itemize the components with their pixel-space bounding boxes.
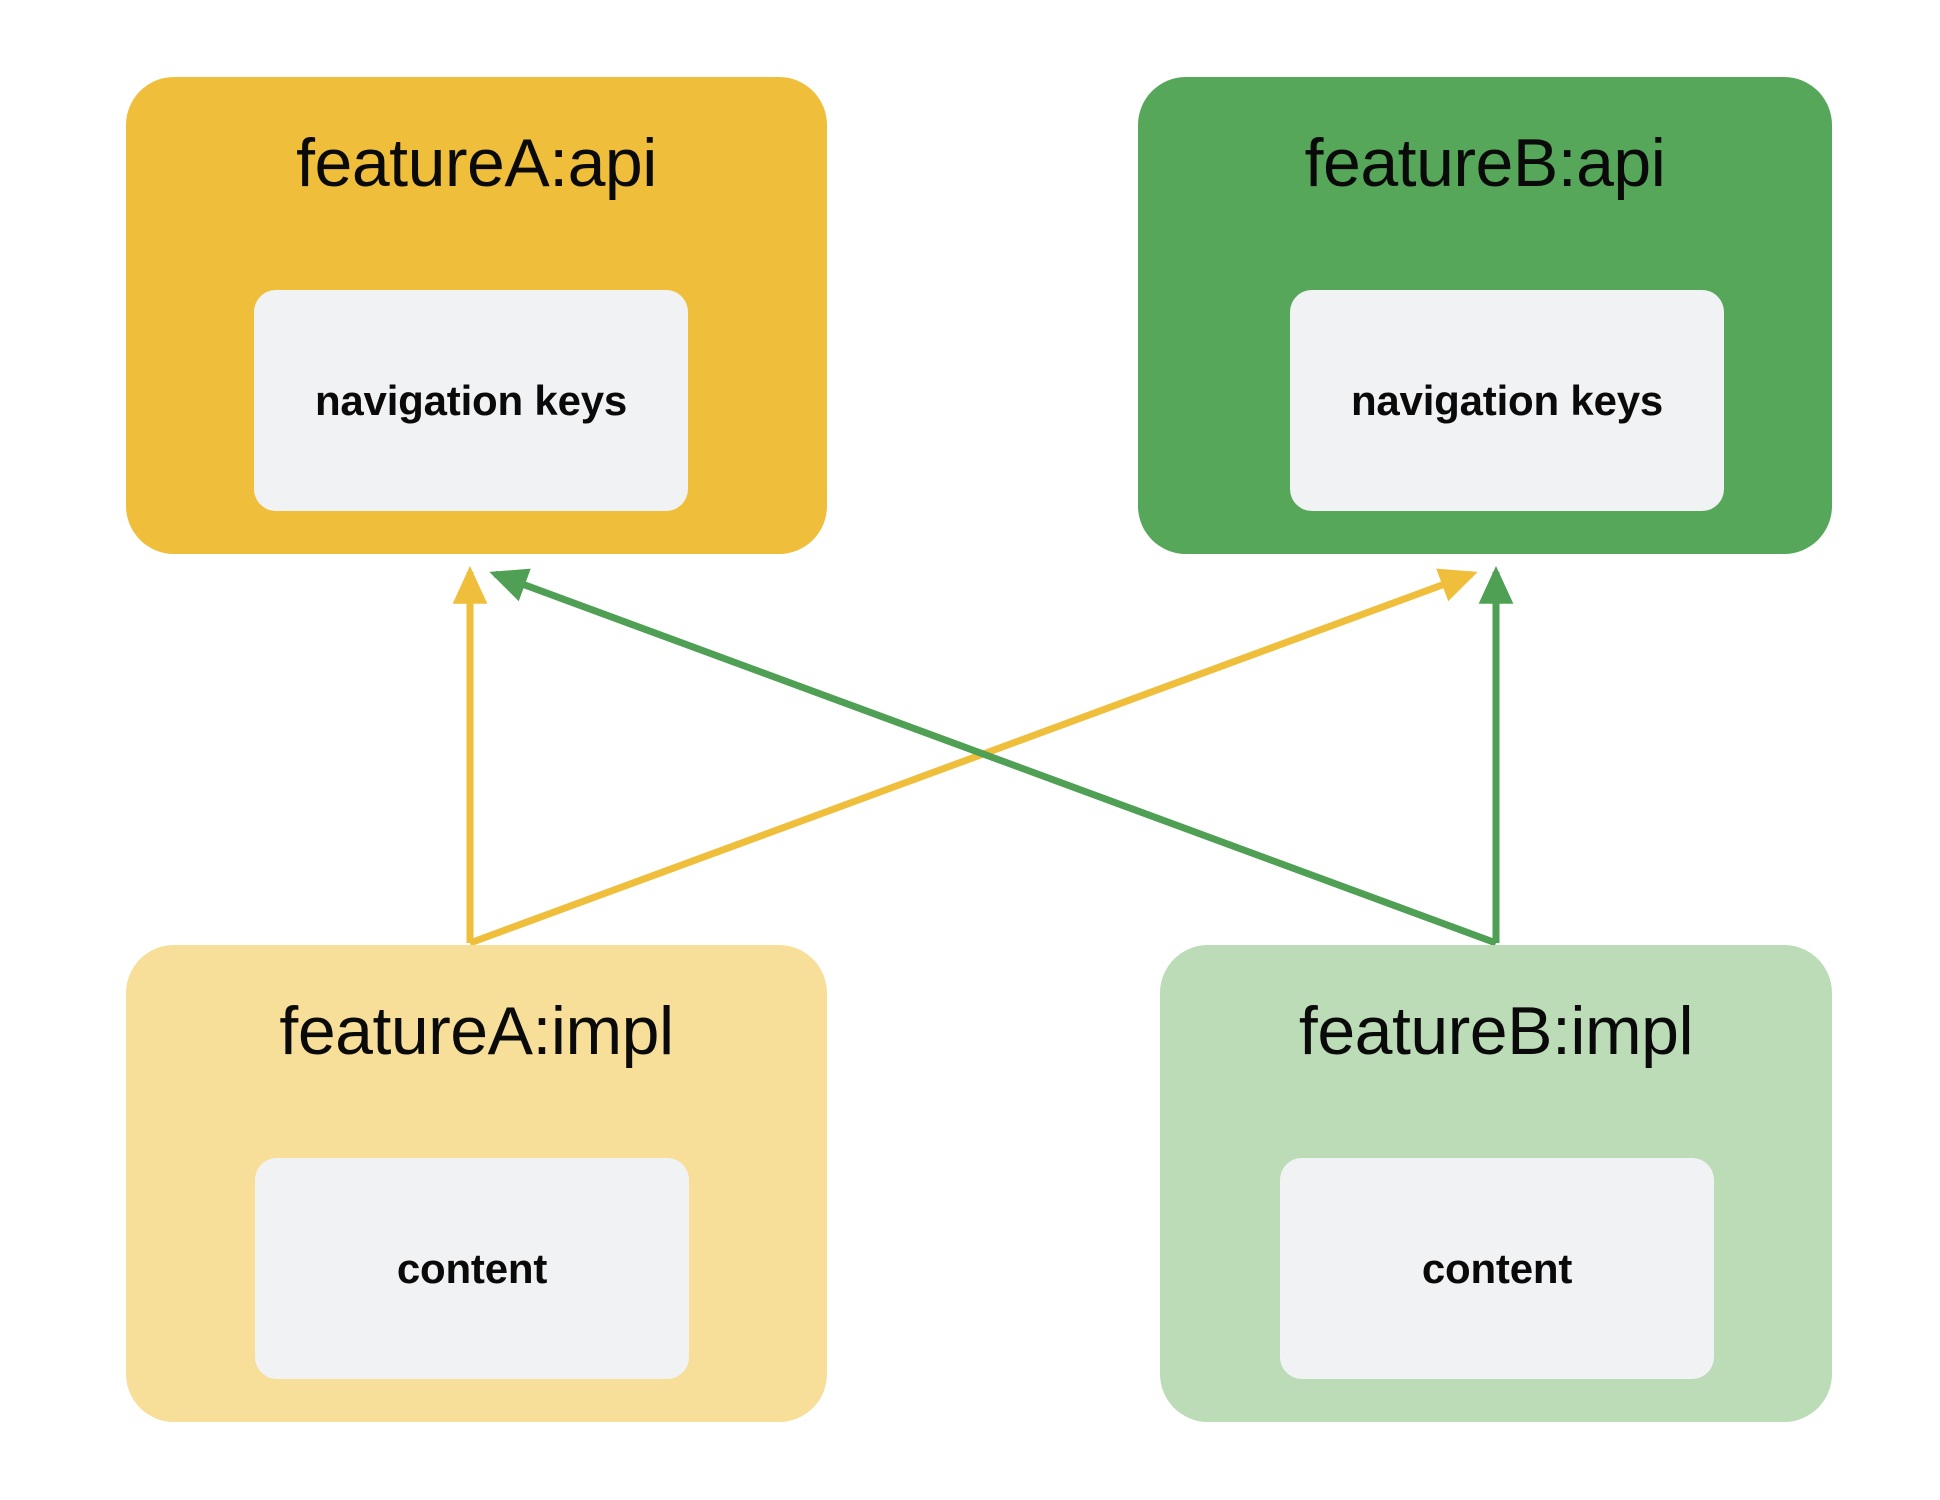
inner-box-content[interactable]: content — [255, 1158, 689, 1379]
module-title: featureA:impl — [279, 993, 674, 1069]
edge-b-impl-to-a-api — [489, 568, 1498, 947]
inner-box-label: navigation keys — [1350, 376, 1664, 424]
module-title: featureB:api — [1304, 125, 1666, 201]
module-featurea-api[interactable]: featureA:api navigation keys — [126, 77, 827, 554]
inner-box-content[interactable]: content — [1280, 1158, 1714, 1379]
module-title: featureA:api — [296, 125, 657, 201]
inner-box-label: content — [1421, 1244, 1573, 1292]
edge-a-impl-to-b-api — [468, 568, 1478, 947]
inner-box-navigation-keys[interactable]: navigation keys — [1290, 290, 1724, 511]
module-title: featureB:impl — [1298, 993, 1694, 1069]
module-featureb-impl[interactable]: featureB:impl content — [1160, 945, 1832, 1422]
module-featureb-api[interactable]: featureB:api navigation keys — [1138, 77, 1832, 554]
inner-box-label: navigation keys — [314, 376, 628, 424]
inner-box-label: content — [396, 1244, 548, 1292]
module-featurea-impl[interactable]: featureA:impl content — [126, 945, 827, 1422]
inner-box-navigation-keys[interactable]: navigation keys — [254, 290, 688, 511]
